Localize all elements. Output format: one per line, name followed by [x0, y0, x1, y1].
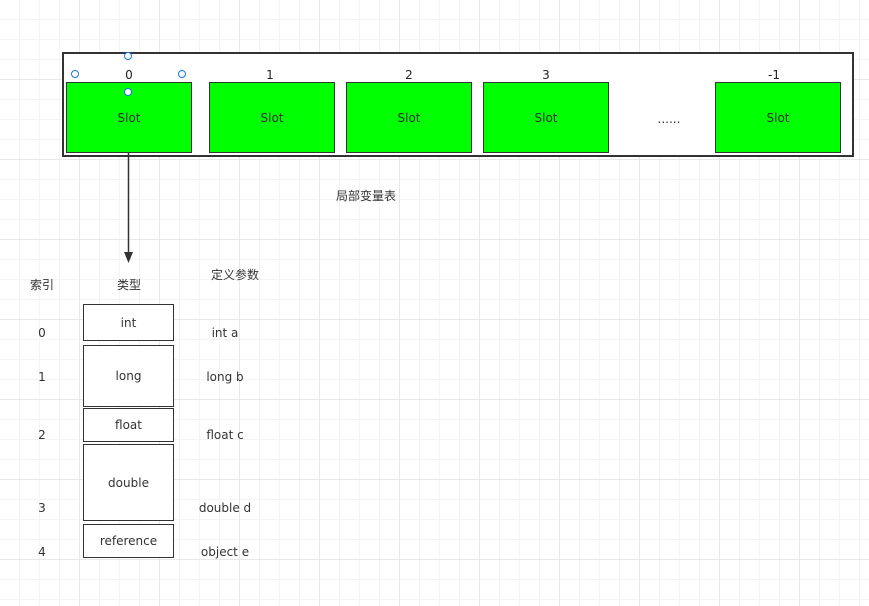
row-index-1: 1 — [38, 370, 46, 384]
slot-label: Slot — [397, 110, 421, 125]
param-int-a: int a — [211, 326, 239, 340]
resize-handle-right[interactable] — [178, 70, 186, 78]
param-long-b: long b — [206, 370, 244, 384]
type-label: int — [120, 315, 137, 330]
resize-handle-top[interactable] — [124, 52, 132, 60]
local-variable-table-caption: 局部变量表 — [335, 189, 396, 203]
type-box-int[interactable]: int — [83, 304, 174, 341]
type-box-double[interactable]: double — [83, 444, 174, 521]
slot-1[interactable]: Slot — [209, 82, 335, 153]
slot-index-0: 0 — [125, 68, 133, 82]
row-index-4: 4 — [38, 545, 46, 559]
param-float-c: float c — [206, 428, 244, 442]
slot-index-last: -1 — [768, 68, 780, 82]
type-box-float[interactable]: float — [83, 408, 174, 442]
type-label: float — [115, 418, 142, 432]
slot-index-3: 3 — [542, 68, 550, 82]
slot-last[interactable]: Slot — [715, 82, 841, 153]
type-box-reference[interactable]: reference — [83, 524, 174, 558]
type-label: long — [115, 369, 142, 383]
row-index-3: 3 — [38, 501, 46, 515]
header-index: 索引 — [30, 278, 55, 292]
type-label: reference — [99, 534, 158, 548]
connection-handle[interactable] — [124, 88, 132, 96]
param-double-d: double d — [198, 501, 252, 515]
slot-label: Slot — [766, 110, 790, 125]
slot-3[interactable]: Slot — [483, 82, 609, 153]
header-type: 类型 — [117, 278, 142, 292]
slot-label: Slot — [260, 110, 284, 125]
slot-2[interactable]: Slot — [346, 82, 472, 153]
type-box-long[interactable]: long — [83, 345, 174, 407]
slot-label: Slot — [117, 110, 141, 125]
slot-index-1: 1 — [266, 68, 274, 82]
resize-handle-left[interactable] — [71, 70, 79, 78]
row-index-2: 2 — [38, 428, 46, 442]
param-object-e: object e — [200, 545, 250, 559]
slot-ellipsis: ...... — [657, 112, 681, 126]
header-param: 定义参数 — [211, 268, 260, 282]
slot-label: Slot — [534, 110, 558, 125]
slot-index-2: 2 — [405, 68, 413, 82]
type-label: double — [108, 475, 149, 490]
row-index-0: 0 — [38, 326, 46, 340]
